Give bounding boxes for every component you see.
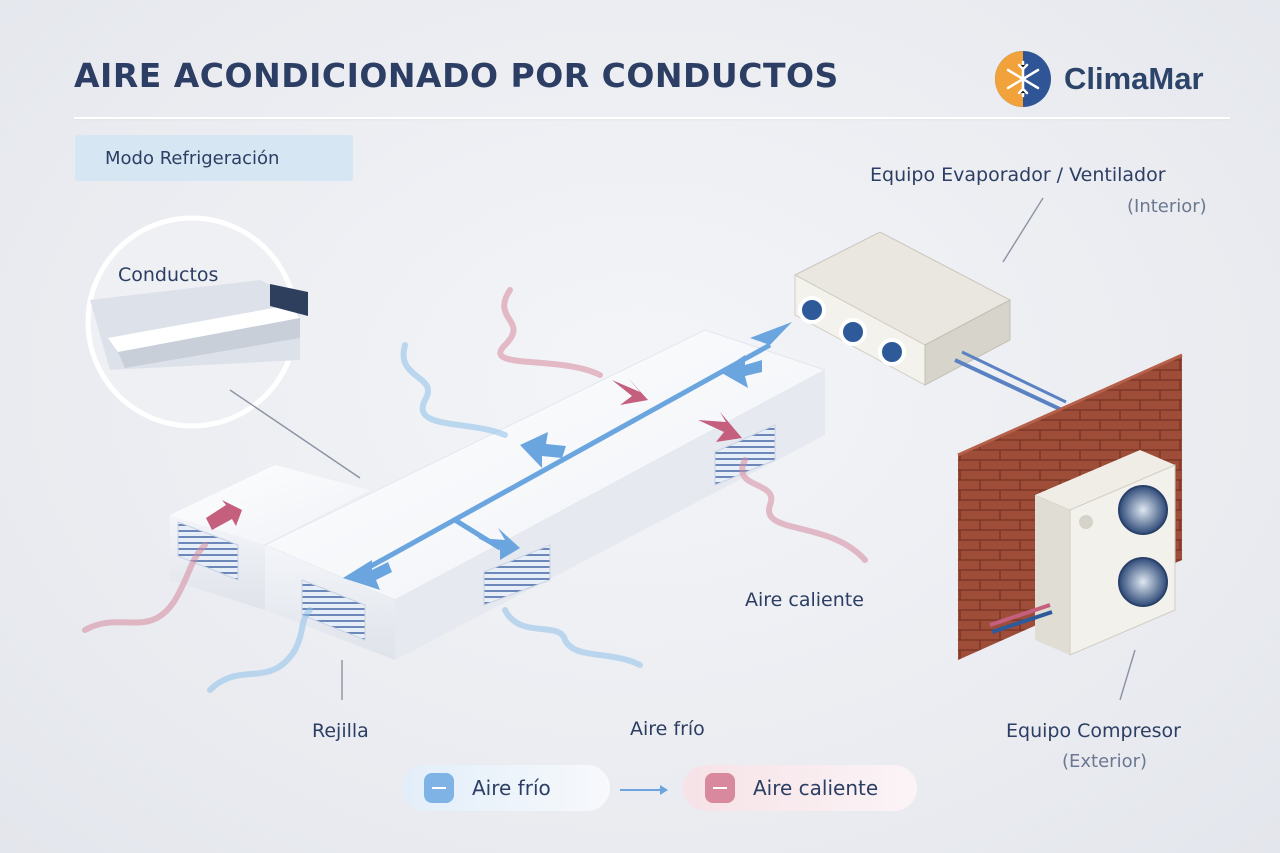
label-evaporador-sub: (Interior): [1127, 196, 1207, 217]
evaporator-unit: [793, 231, 1067, 412]
legend-hot: Aire caliente: [683, 765, 917, 811]
grilles: [177, 424, 776, 641]
compressor-unit: [989, 450, 1176, 656]
conductos-inset: [85, 215, 361, 479]
label-compresor-sub: (Exterior): [1062, 751, 1148, 772]
snowflake-sun-logo-icon: [995, 51, 1051, 107]
label-rejilla: Rejilla: [312, 720, 369, 742]
brand-name: ClimaMar: [1064, 61, 1204, 96]
label-evaporador: Equipo Evaporador / Ventilador: [870, 164, 1166, 186]
legend-cold-label: Aire frío: [472, 776, 551, 800]
flow-arrows: [206, 322, 792, 590]
mode-badge: Modo Refrigeración: [75, 135, 353, 181]
legend-hot-label: Aire caliente: [753, 776, 879, 800]
label-compresor: Equipo Compresor: [1006, 720, 1181, 742]
cold-swatch-icon: [424, 773, 454, 803]
label-conductos: Conductos: [118, 264, 219, 286]
pointer-lines: [341, 197, 1136, 701]
page-title: AIRE ACONDICIONADO POR CONDUCTOS: [74, 56, 839, 95]
air-waves: [82, 287, 868, 693]
legend-arrow: [620, 785, 668, 795]
legend-cold: Aire frío: [402, 765, 610, 811]
brand[interactable]: ClimaMar: [994, 50, 1204, 108]
label-aire-frio: Aire frío: [630, 718, 705, 740]
title-divider: [74, 117, 1230, 119]
label-aire-caliente: Aire caliente: [745, 589, 864, 611]
hot-swatch-icon: [705, 773, 735, 803]
